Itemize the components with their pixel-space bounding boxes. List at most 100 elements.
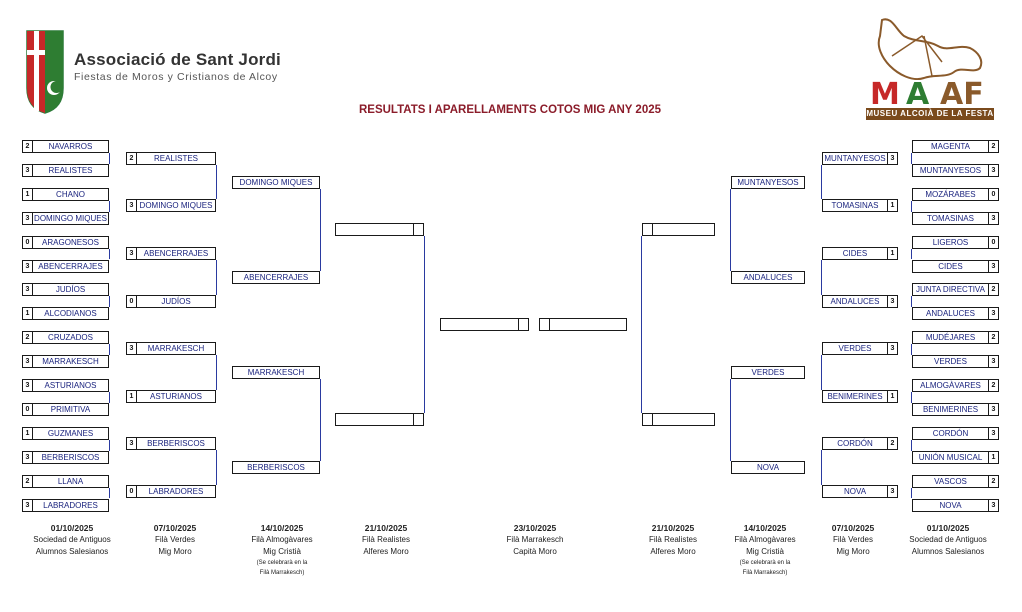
team-score: 3 [127,248,137,259]
bracket-connector [216,260,217,295]
bracket-connector [109,296,110,308]
round-note: Filà Marrakesch) [742,570,788,576]
association-shield-logo [26,30,64,114]
bracket-team-slot: BERBERISCOS [232,461,320,474]
round-host: Filà Almogàvares [251,535,313,544]
team-score: 2 [988,284,998,296]
team-name: CIDES [842,249,868,258]
round-host: Filà Verdes [154,535,196,544]
team-name: ANDALUCES [743,273,793,282]
team-score: 1 [23,308,33,320]
team-name [441,319,518,330]
bracket-team-slot: 0 ARAGONESOS [22,235,109,249]
team-name: MARRAKESCH [247,368,305,377]
museum-logo: M A AF [866,18,994,112]
team-name [550,319,626,330]
team-name: ALMOGÀVARES [920,381,981,390]
team-score: 3 [988,499,998,511]
team-score: 0 [23,236,33,248]
round-date: 07/10/2025 [153,523,197,533]
team-name: DOMINGO MIQUES [34,213,107,223]
team-name: JUDÍOS [161,297,191,306]
team-score: 3 [23,356,33,368]
team-score: 3 [988,308,998,320]
team-name: DOMINGO MIQUES [139,201,213,210]
bracket-connector [821,355,822,390]
bracket-connector [320,189,321,271]
bracket-connector [109,487,110,499]
bracket-connector [320,379,321,461]
team-name: ASTURIANOS [149,392,202,401]
museum-name: MUSEU ALCOIÀ DE LA FESTA [866,108,994,120]
team-score: 0 [127,486,137,497]
svg-text:AF: AF [940,77,984,112]
bracket-connector [109,153,110,164]
team-score: 2 [23,475,33,487]
team-score: 3 [887,153,897,164]
bracket-empty-slot [642,413,715,426]
association-name: Associació de Sant Jordi [74,50,281,69]
team-score: 0 [127,296,137,307]
team-name: JUDÍOS [55,285,86,295]
bracket-connector [911,200,912,212]
team-score: 3 [988,403,998,415]
team-name [336,224,413,235]
team-name: CORDÓN [837,439,873,448]
team-name: MARRAKESCH [42,357,99,367]
empty-score-cell [413,224,423,235]
team-score: 2 [988,380,998,391]
team-name: MARRAKESCH [147,344,205,353]
team-name: DOMINGO MIQUES [239,178,313,187]
bracket-connector [424,236,425,413]
team-name: MUDÉJARES [925,333,976,343]
team-name: UNIÓN MUSICAL [918,452,983,462]
bracket-connector [216,450,217,485]
bracket-connector [911,248,912,260]
team-score: 3 [23,380,33,391]
team-name: MUNTANYESOS [824,154,886,163]
bracket-team-slot: 0 JUDÍOS [126,295,216,308]
team-score: 0 [988,188,998,200]
bracket-connector [730,379,731,461]
empty-score-cell [413,414,423,425]
team-name: ASTURIANOS [44,381,97,390]
team-score: 2 [23,141,33,152]
bracket-empty-slot [642,223,715,236]
round-host-role: Mig Moro [836,547,870,556]
team-name: ARAGONESOS [42,237,99,247]
bracket-team-slot: ABENCERRAJES [232,271,320,284]
team-score: 3 [988,212,998,224]
bracket-connector [109,248,110,260]
team-score: 3 [23,164,33,176]
team-score: 1 [887,391,897,402]
team-score: 3 [887,343,897,354]
empty-score-cell [518,319,528,330]
